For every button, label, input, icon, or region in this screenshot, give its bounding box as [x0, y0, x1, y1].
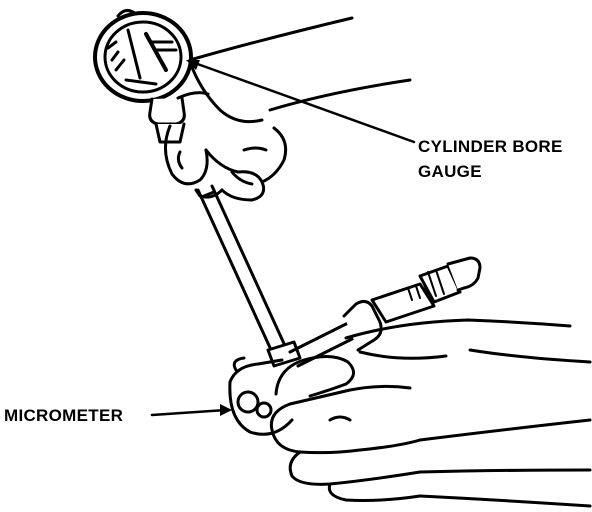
micrometer-label: MICROMETER — [4, 406, 124, 425]
micrometer — [228, 256, 482, 436]
cylinder-bore-gauge-label-line2: GAUGE — [418, 162, 482, 181]
micrometer-arrowhead — [220, 404, 232, 416]
cylinder-bore-gauge-leader — [190, 60, 416, 144]
cylinder-bore-gauge-label-line1: CYLINDER BORE — [418, 137, 563, 156]
cylinder-bore-gauge-arrowhead — [186, 60, 200, 70]
micrometer-leader — [150, 408, 228, 417]
upper-hand — [164, 16, 412, 202]
lower-hand — [269, 318, 592, 508]
